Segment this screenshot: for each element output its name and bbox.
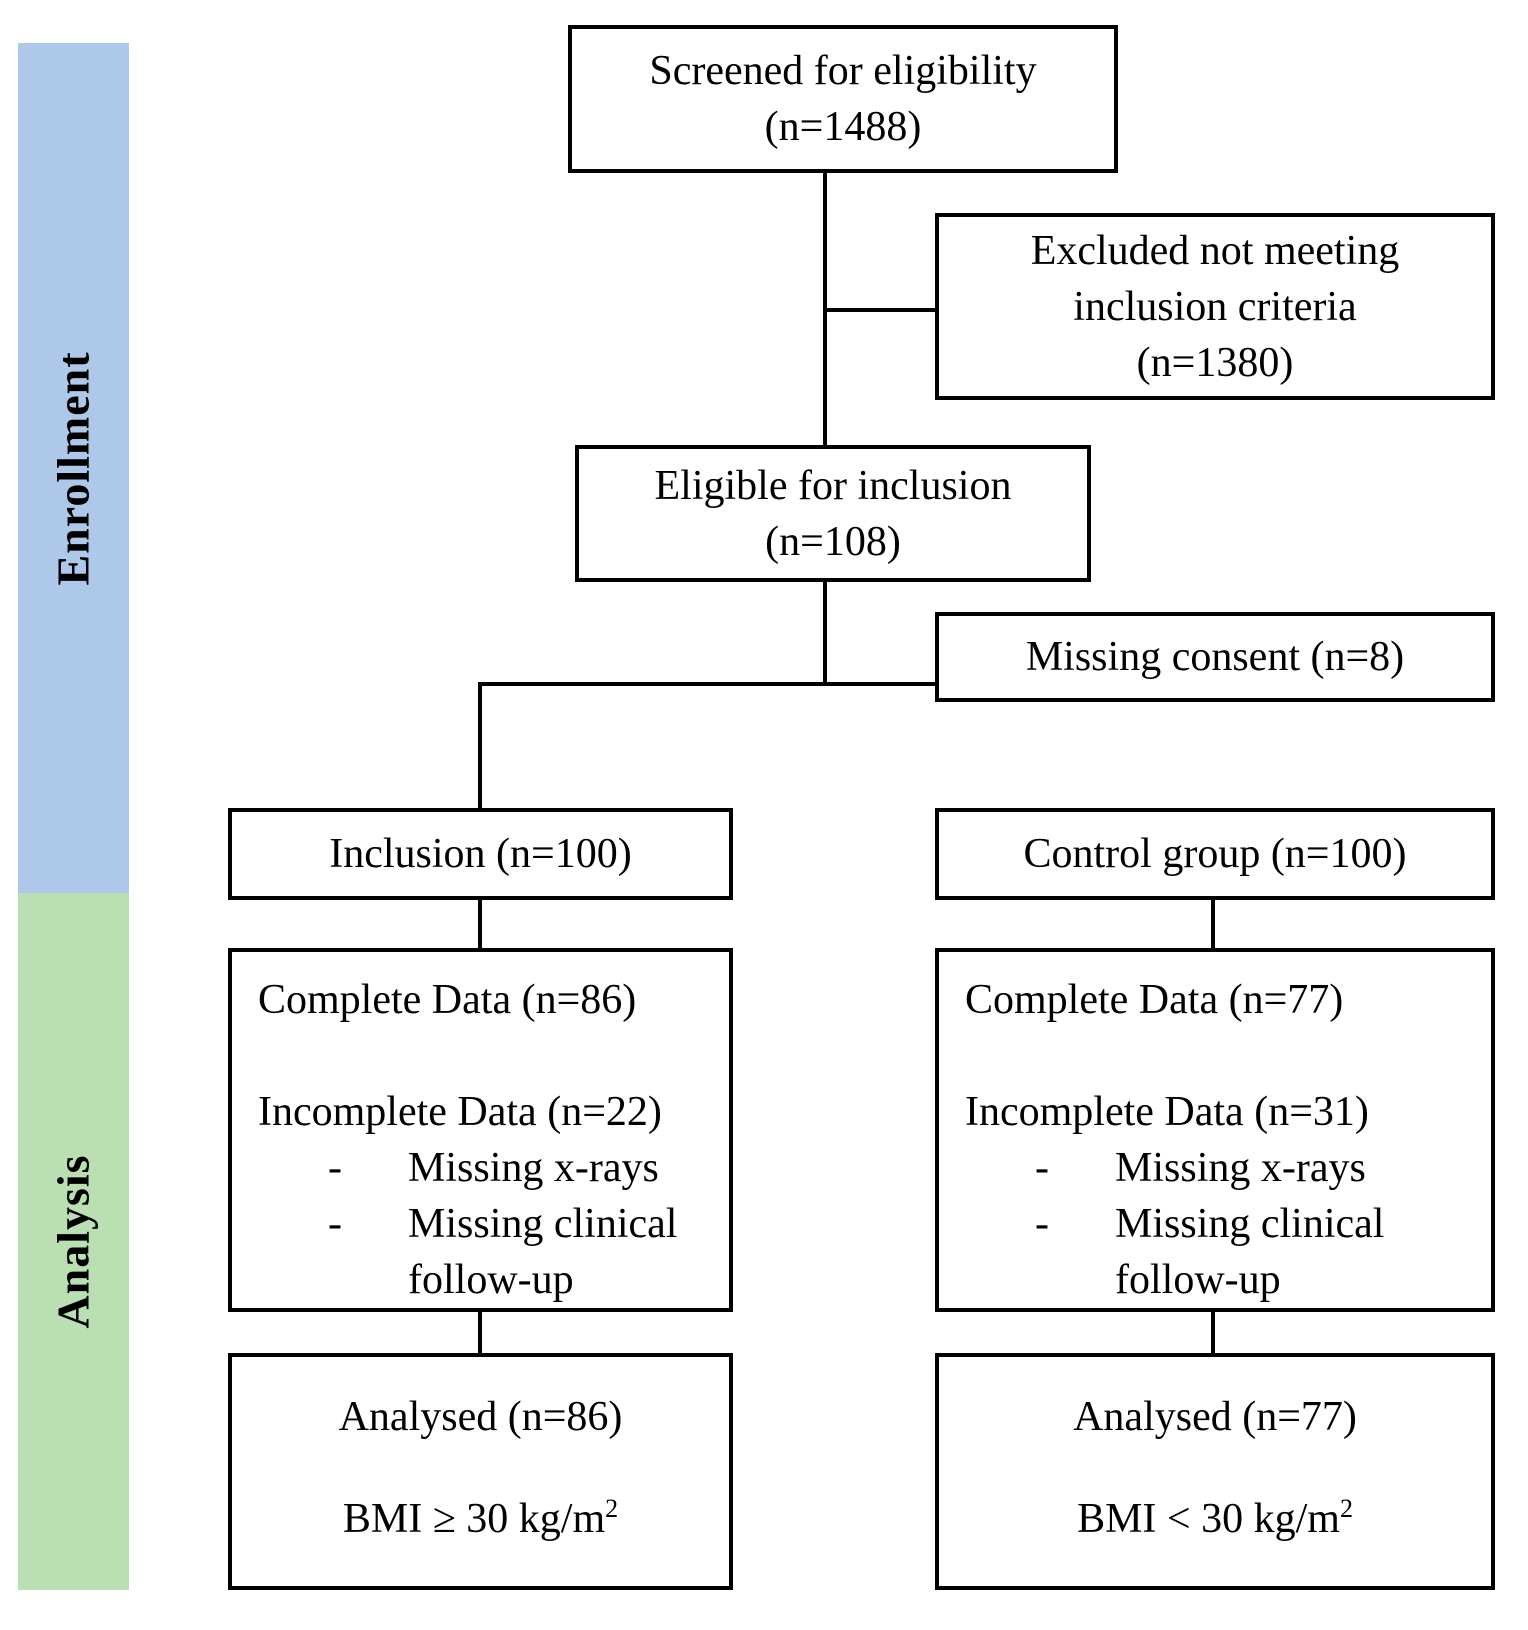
bmi-text: BMI ≥ 30 kg/m bbox=[342, 1496, 606, 1542]
enrollment-phase-label: Enrollment bbox=[48, 350, 99, 586]
bullet-dash: - bbox=[328, 1145, 342, 1191]
list-item: - Missing clinical follow-up bbox=[1035, 1196, 1481, 1308]
inclusion-bmi-criterion: BMI ≥ 30 kg/m2 bbox=[343, 1491, 618, 1547]
screened-box: Screened for eligibility (n=1488) bbox=[568, 25, 1118, 173]
enrollment-phase-band: Enrollment bbox=[18, 43, 129, 893]
analysis-phase-label: Analysis bbox=[48, 1154, 100, 1329]
bullet-dash: - bbox=[1035, 1201, 1049, 1247]
inclusion-missing-followup: Missing clinical follow-up bbox=[408, 1201, 678, 1303]
bullet-dash: - bbox=[328, 1201, 342, 1247]
excluded-line2: inclusion criteria bbox=[1073, 283, 1357, 330]
eligible-line1: Eligible for inclusion bbox=[654, 462, 1012, 509]
list-item: - Missing clinical follow-up bbox=[328, 1196, 719, 1308]
control-incomplete-data: Incomplete Data (n=31) bbox=[965, 1089, 1369, 1135]
inclusion-analysed-count: Analysed (n=86) bbox=[338, 1394, 623, 1440]
inclusion-analysed-box: Analysed (n=86) BMI ≥ 30 kg/m2 bbox=[228, 1353, 733, 1590]
spacer bbox=[965, 1028, 1481, 1084]
connector-eligible-down bbox=[823, 580, 827, 686]
connector-split-to-inclusion bbox=[478, 682, 482, 808]
control-bmi-criterion: BMI < 30 kg/m2 bbox=[1077, 1491, 1353, 1547]
connector-data-to-analysed-right bbox=[1211, 1310, 1215, 1355]
excluded-line1: Excluded not meeting bbox=[1030, 227, 1400, 274]
connector-control-to-data bbox=[1211, 898, 1215, 950]
connector-branch-to-excluded bbox=[825, 308, 935, 312]
inclusion-incomplete-data: Incomplete Data (n=22) bbox=[258, 1089, 662, 1135]
control-analysed-box: Analysed (n=77) BMI < 30 kg/m2 bbox=[935, 1353, 1495, 1590]
analysis-phase-band: Analysis bbox=[18, 893, 129, 1590]
inclusion-box: Inclusion (n=100) bbox=[228, 808, 733, 900]
connector-split-horizontal bbox=[478, 682, 937, 686]
eligible-count: (n=108) bbox=[765, 518, 901, 565]
inclusion-complete-data: Complete Data (n=86) bbox=[258, 977, 637, 1023]
control-group-line: Control group (n=100) bbox=[1023, 831, 1407, 877]
spacer bbox=[258, 1028, 719, 1084]
control-analysed-count: Analysed (n=77) bbox=[1073, 1394, 1357, 1440]
list-item: - Missing x-rays bbox=[1035, 1140, 1481, 1196]
bullet-dash: - bbox=[1035, 1145, 1049, 1191]
inclusion-data-box: Complete Data (n=86) Incomplete Data (n=… bbox=[228, 948, 733, 1312]
bmi-superscript: 2 bbox=[605, 1494, 619, 1523]
bmi-superscript: 2 bbox=[1339, 1494, 1353, 1523]
missing-consent-box: Missing consent (n=8) bbox=[935, 612, 1495, 702]
screened-count: (n=1488) bbox=[764, 104, 922, 150]
control-missing-followup: Missing clinical follow-up bbox=[1115, 1201, 1385, 1303]
control-data-box: Complete Data (n=77) Incomplete Data (n=… bbox=[935, 948, 1495, 1312]
connector-inclusion-to-data bbox=[478, 898, 482, 950]
excluded-count: (n=1380) bbox=[1136, 339, 1294, 386]
eligible-box: Eligible for inclusion (n=108) bbox=[575, 445, 1091, 582]
inclusion-missing-xrays: Missing x-rays bbox=[408, 1145, 659, 1191]
control-missing-xrays: Missing x-rays bbox=[1115, 1145, 1366, 1191]
control-group-box: Control group (n=100) bbox=[935, 808, 1495, 900]
list-item: - Missing x-rays bbox=[328, 1140, 719, 1196]
bmi-text: BMI < 30 kg/m bbox=[1077, 1496, 1340, 1542]
inclusion-line: Inclusion (n=100) bbox=[329, 831, 632, 877]
excluded-box: Excluded not meeting inclusion criteria … bbox=[935, 213, 1495, 400]
screened-line1: Screened for eligibility bbox=[649, 48, 1037, 94]
connector-data-to-analysed-left bbox=[478, 1310, 482, 1355]
missing-consent-line: Missing consent (n=8) bbox=[1025, 634, 1405, 680]
control-complete-data: Complete Data (n=77) bbox=[965, 977, 1344, 1023]
